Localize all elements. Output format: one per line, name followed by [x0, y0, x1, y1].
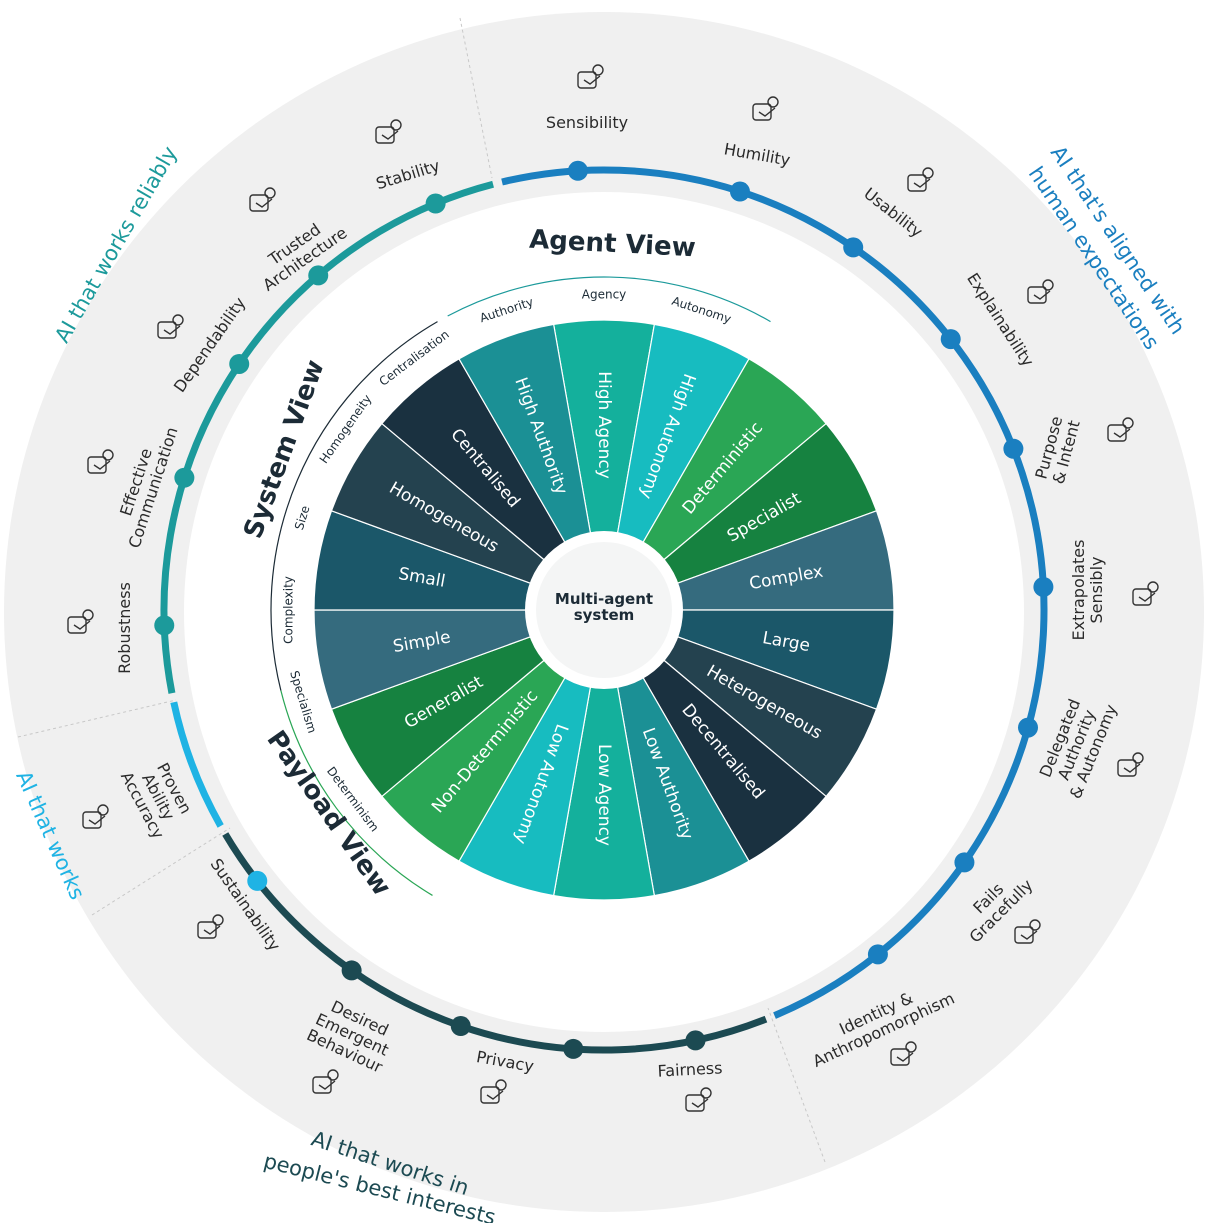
principle-dot [940, 329, 961, 350]
principle-extrapolates-sensibly: ExtrapolatesSensibly [1069, 540, 1159, 641]
principle-label-line: Extrapolates [1069, 540, 1088, 641]
principle-dot [563, 1038, 584, 1059]
thumbs-up-icon [82, 804, 109, 829]
ring-segment [160, 180, 494, 694]
principle-dot [450, 1016, 471, 1037]
agent-view-arc [447, 276, 771, 323]
principle-dot [567, 160, 588, 181]
wedge-label: Low Agency [594, 744, 614, 846]
people-chat-icon [87, 449, 114, 474]
view-arcs [270, 276, 771, 896]
payload-view-arc [280, 690, 433, 896]
principle-label-line: Sensibility [546, 113, 628, 132]
hand-icon [375, 119, 402, 144]
principle-dot [308, 265, 329, 286]
principle-dot [729, 181, 750, 202]
board-explain-icon [1027, 279, 1054, 304]
person-icon [890, 1041, 917, 1066]
center-hub: Multi-agent system [525, 531, 683, 689]
system-view-arc [270, 321, 438, 691]
presenter-icon [577, 64, 604, 89]
principle-sensibility: Sensibility [546, 64, 628, 132]
camera-icon [480, 1079, 507, 1104]
principle-dot [229, 353, 250, 374]
principle-label-line: Fairness [657, 1058, 723, 1080]
flag-icon [1117, 752, 1144, 777]
dimension-label: Complexity [282, 576, 296, 644]
leaf-icon [197, 914, 224, 939]
group-icon [752, 96, 779, 121]
principle-label-line: Sensibly [1087, 557, 1106, 624]
principle-dot [425, 193, 446, 214]
user-screen-icon [907, 167, 934, 192]
principle-label-line: Robustness [115, 582, 134, 674]
center-label-line2: system [574, 606, 635, 624]
principle-dot [154, 615, 175, 636]
principle-label: Sensibility [546, 113, 628, 132]
dimension-label: Size [292, 504, 313, 532]
dimension-label: Agency [582, 288, 627, 302]
principle-dot [1017, 717, 1038, 738]
running-person-icon [1107, 417, 1134, 442]
building-icon [249, 187, 276, 212]
principle-dot [685, 1030, 706, 1051]
principle-dot [174, 467, 195, 488]
squiggle-arrow-icon [312, 1069, 339, 1094]
network-cubes-icon [157, 314, 184, 339]
principle-dot [954, 852, 975, 873]
principle-dot [1003, 438, 1024, 459]
center-hub-inner [536, 542, 672, 678]
principle-label: Robustness [115, 582, 134, 674]
principle-dot [247, 870, 268, 891]
principle-fairness: Fairness [657, 1058, 723, 1112]
principle-dot [1033, 576, 1054, 597]
principle-label: Fairness [657, 1058, 723, 1080]
person-gear-icon [67, 609, 94, 634]
principle-label: ExtrapolatesSensibly [1069, 540, 1106, 641]
folder-check-icon [685, 1087, 712, 1112]
principle-dot [843, 237, 864, 258]
error-note-icon [1014, 919, 1041, 944]
principle-dot [867, 944, 888, 965]
wedge-label: High Agency [594, 371, 614, 479]
ring-segment [501, 166, 1048, 1019]
center-label-line1: Multi-agent [555, 590, 653, 608]
principle-dot [341, 960, 362, 981]
principle-robustness: Robustness [67, 582, 134, 674]
branch-arrow-icon [1132, 581, 1159, 606]
ring-segment [170, 701, 224, 828]
principle-ring [154, 160, 1054, 1059]
